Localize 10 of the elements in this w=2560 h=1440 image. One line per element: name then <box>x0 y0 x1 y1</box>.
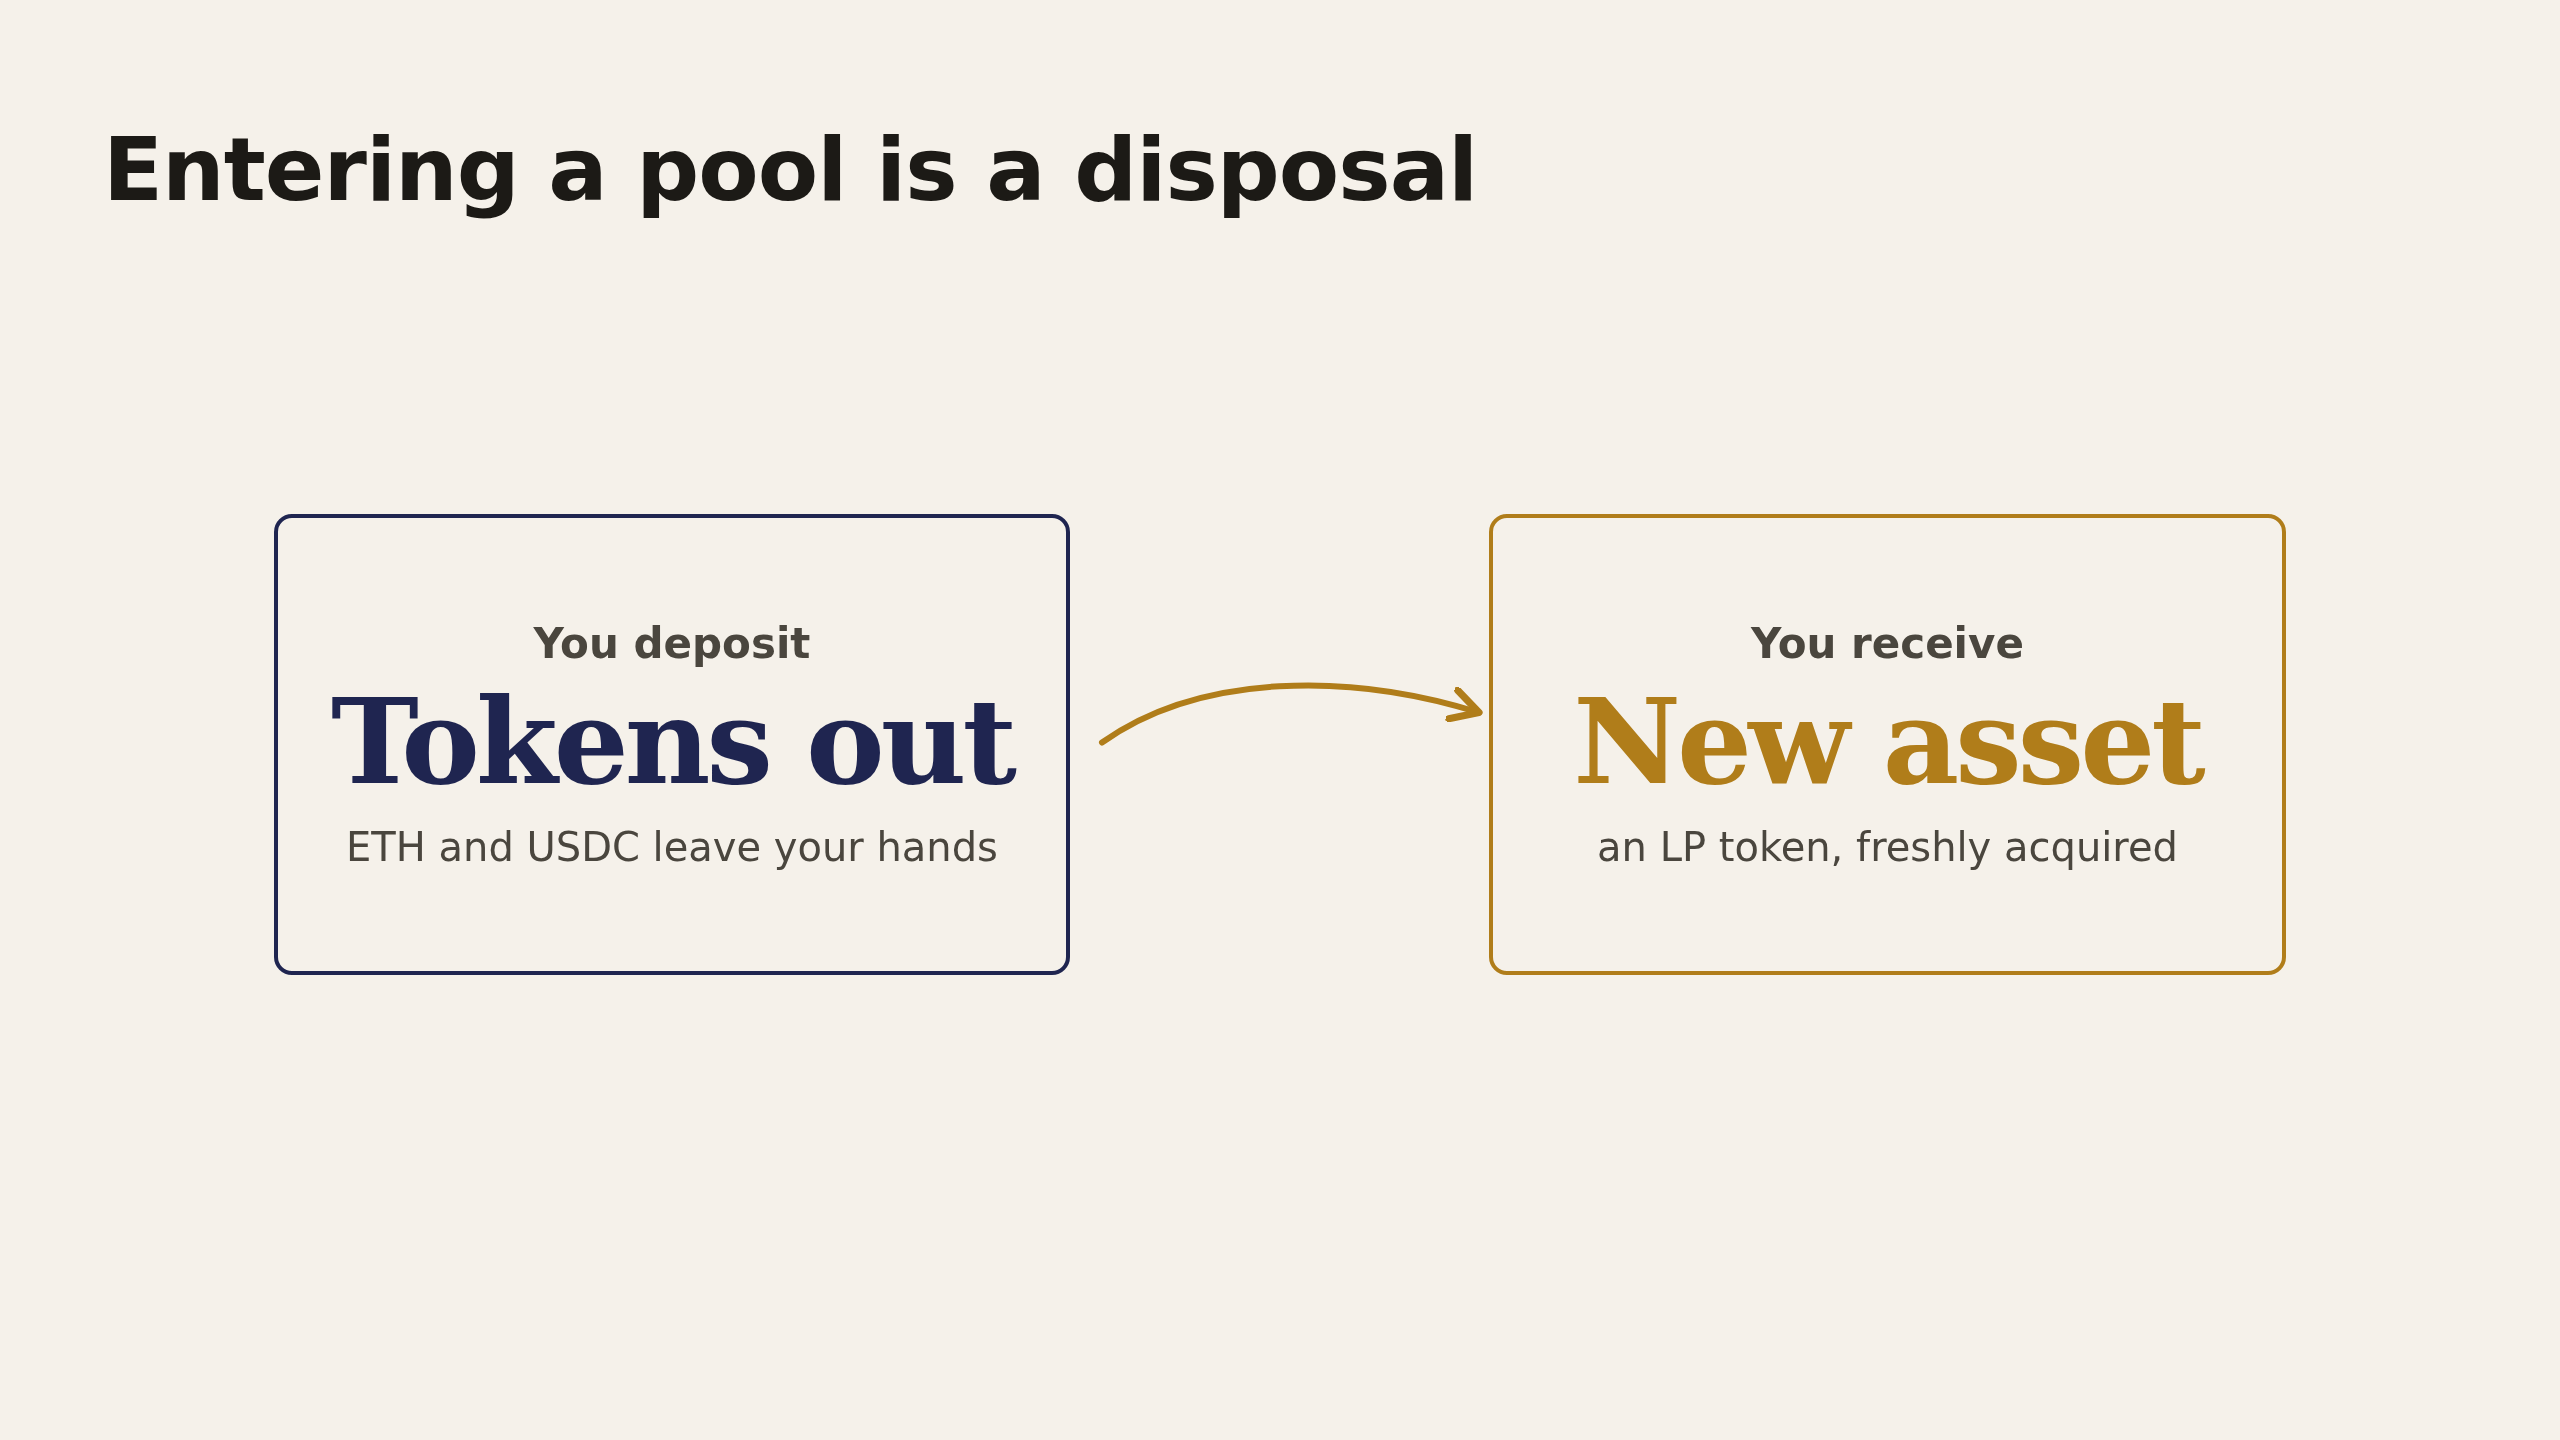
card-heading: You deposit <box>533 619 811 669</box>
card-description: an LP token, freshly acquired <box>1597 823 2178 870</box>
card-headline: New asset <box>1573 674 2202 810</box>
card-heading: You receive <box>1751 619 2024 669</box>
card-description: ETH and USDC leave your hands <box>346 823 998 870</box>
card <box>274 514 1070 975</box>
card-headline: Tokens out <box>330 674 1014 810</box>
slide-title: Entering a pool is a disposal <box>103 118 1478 221</box>
card <box>1489 514 2286 975</box>
curved-arrow <box>1099 682 1483 746</box>
